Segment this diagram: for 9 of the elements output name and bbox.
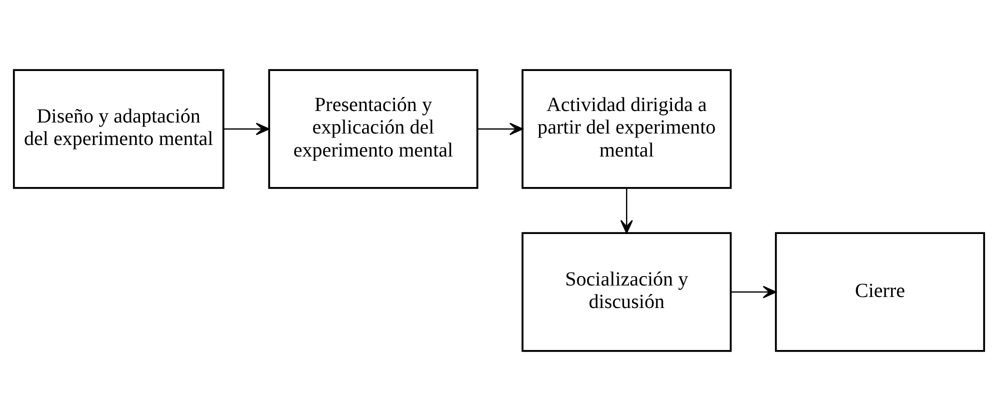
node-box: Actividad dirigida a partir del experimento mental <box>522 68 732 188</box>
arrow <box>477 122 524 135</box>
node-box: Cierre <box>774 232 986 352</box>
arrow <box>224 122 270 135</box>
node-box: Diseño y adaptación del experimento mental <box>12 68 224 188</box>
arrow <box>620 188 633 234</box>
node-box: Socialización y discusión <box>522 232 732 352</box>
arrow <box>730 285 776 298</box>
node-box: Presentación y explicación del experimento mental <box>268 68 478 188</box>
